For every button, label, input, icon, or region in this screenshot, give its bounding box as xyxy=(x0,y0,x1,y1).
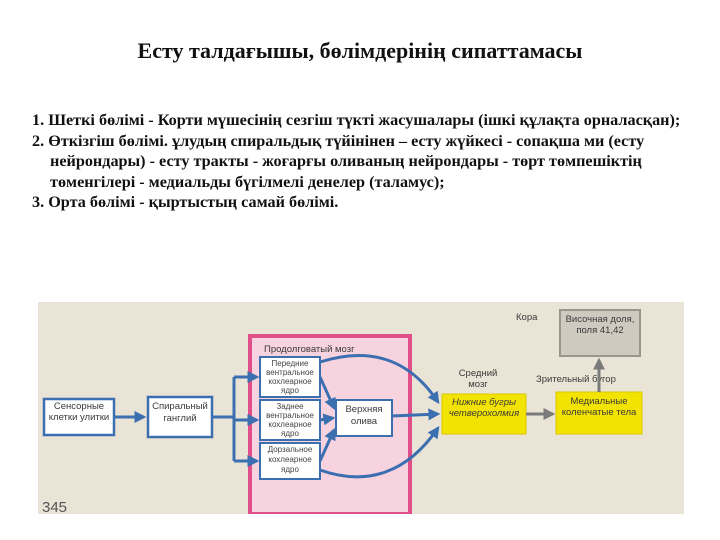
nucleus-anterior-box xyxy=(259,356,321,398)
midbrain-label: Средний мозг xyxy=(458,368,498,390)
pathway-diagram: Продолговатый мозг Сенсорные клетки улит… xyxy=(42,309,643,514)
arrow-n3-colliculi xyxy=(319,426,440,479)
paragraph-conductive: 2. Өткізгіш бөлімі. ұлудың спиральдық тү… xyxy=(32,131,645,191)
arrow-n1-olive xyxy=(318,376,336,411)
cochlea-label: Сенсорные клетки улитки xyxy=(48,401,110,423)
geniculate-box xyxy=(555,391,643,435)
cochlea-box xyxy=(42,397,116,437)
blue-pathway-arrows xyxy=(114,354,441,479)
temporal-lobe-label: Височная доля, поля 41,42 xyxy=(565,314,635,336)
spiral-ganglion-label: Спиральный ганглий xyxy=(152,401,208,424)
olive-box xyxy=(335,399,393,437)
gray-pathway-arrows xyxy=(526,357,605,420)
thalamus-label: Зрительный бугор xyxy=(536,374,616,385)
auditory-pathway-figure: Продолговатый мозг Сенсорные клетки улит… xyxy=(38,302,684,514)
page-number: 345 xyxy=(42,499,67,514)
medulla-label: Продолговатый мозг xyxy=(264,344,355,355)
cortex-label: Кора xyxy=(516,312,538,323)
arrow-n3-olive xyxy=(318,427,336,462)
arrow-olive-colliculi xyxy=(391,408,441,421)
paragraph-central: 3. Орта бөлімі - қыртыстың самай бөлімі. xyxy=(32,193,339,211)
slide-body: 1. Шеткі бөлімі - Корти мүшесінің сезгіш… xyxy=(32,110,702,213)
nucleus-dorsal-label: Дорзальное кохлеарное ядро xyxy=(267,445,313,474)
nucleus-posterior-box xyxy=(259,399,321,441)
olive-label: Верхняя олива xyxy=(345,404,383,427)
temporal-lobe-box xyxy=(559,309,641,357)
nucleus-posterior-label: Заднее вентральное кохлеарное ядро xyxy=(266,402,314,438)
nucleus-anterior-label: Передние вентральное кохлеарное ядро xyxy=(266,359,314,395)
arrow-n2-olive xyxy=(319,413,336,426)
geniculate-label: Медиальные коленчатые тела xyxy=(561,396,637,418)
paragraph-peripheral: 1. Шеткі бөлімі - Корти мүшесінің сезгіш… xyxy=(32,111,681,129)
slide-title: Есту талдағышы, бөлімдерінің сипаттамасы xyxy=(137,38,583,63)
arrow-n1-colliculi xyxy=(319,354,440,404)
spiral-ganglion-box xyxy=(146,395,214,439)
colliculi-label: Нижние бугры четверохолмия xyxy=(448,397,520,419)
